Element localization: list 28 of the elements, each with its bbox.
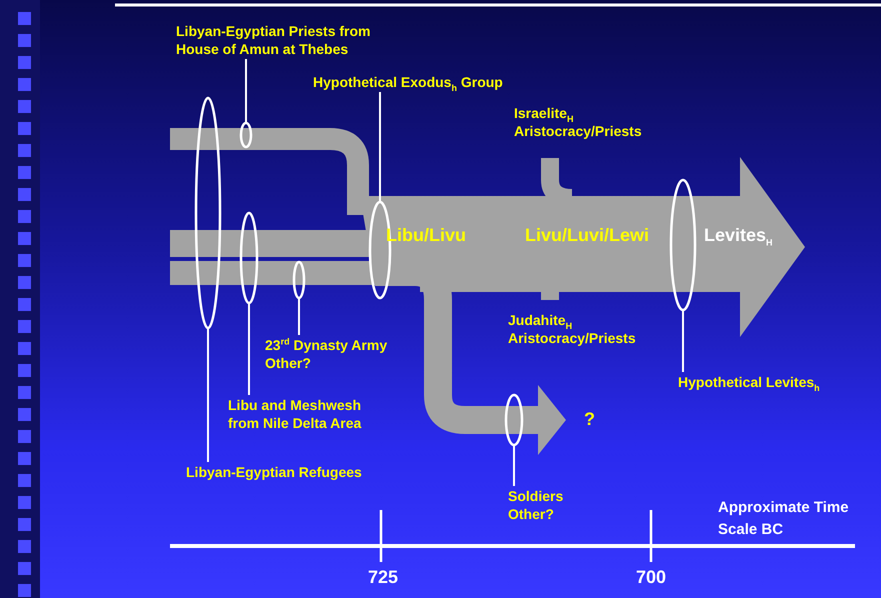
annotation-label: Libu and Meshwesh from Nile Delta Area (228, 396, 388, 432)
ellipse-marker (238, 210, 260, 306)
ellipse-marker (291, 259, 307, 301)
annotation-label: 23$^{rd}$ Dynasty Army Other? (265, 336, 405, 372)
annotation-label: Hypothetical Exodus$_{h}$ Group (313, 73, 513, 91)
leader-line (513, 445, 515, 486)
leader-line (248, 303, 250, 395)
leader-line (207, 328, 209, 462)
band-label: Levites$_{H}$ (704, 224, 773, 246)
tick-label: 725 (368, 566, 398, 588)
ellipse-marker (503, 392, 525, 448)
axis-title: Approximate Time Scale BC (718, 498, 850, 540)
ellipse-marker (238, 120, 254, 150)
ellipse-marker (668, 177, 698, 313)
annotation-label: Soldiers Other? (508, 487, 588, 523)
leader-line (682, 310, 684, 372)
leader-line (379, 92, 381, 202)
annotation-label: Libyan-Egyptian Refugees (186, 463, 386, 481)
leader-line (298, 298, 300, 335)
annotation-label: Hypothetical Levites$_{h}$ (678, 373, 878, 391)
leader-line (245, 59, 247, 123)
band-label: Judahite$_{H}$ Aristocracy/Priests (508, 311, 637, 347)
tick-label: 700 (636, 566, 666, 588)
band-label: Livu/Luvi/Lewi (525, 224, 650, 246)
ellipse-marker (193, 95, 223, 331)
band-label: Israelite$_{H}$ Aristocracy/Priests (514, 104, 643, 140)
annotation-label: Libyan-Egyptian Priests from House of Amun at Thebes (176, 22, 416, 58)
question-mark: ? (584, 408, 595, 430)
